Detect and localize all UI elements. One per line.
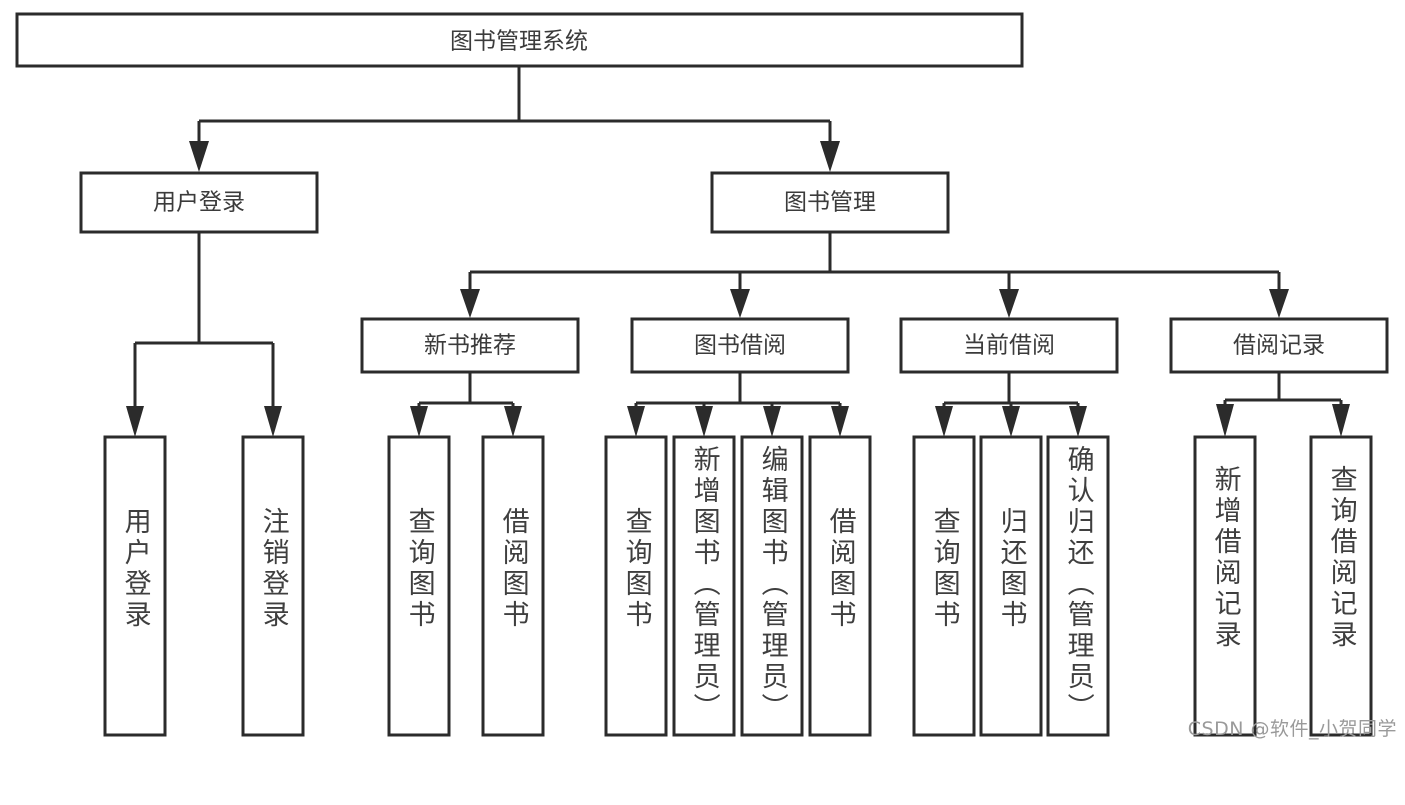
flowchart-canvas: 图书管理系统 用户登录 图书管理 新书推荐 图书借阅 当前借阅 借阅记录: [15, 12, 1389, 737]
arrowhead-leaf-logout-login: [264, 406, 282, 437]
arrowhead-user-login: [189, 141, 209, 172]
node-title[interactable]: 图书管理系统: [15, 12, 1024, 68]
node-current-borrow-label: 当前借阅: [963, 333, 1055, 359]
leaf-query-record-box[interactable]: [1309, 435, 1373, 737]
leaf-add-record-box[interactable]: [1193, 435, 1257, 737]
leaf-query-book-3-box[interactable]: [912, 435, 976, 737]
node-borrow-record-box[interactable]: [1169, 317, 1389, 374]
node-book-borrow-box[interactable]: [630, 317, 850, 374]
arrowhead-leaf-add-book: [695, 406, 713, 437]
arrowhead-leaf-query-record: [1332, 404, 1350, 437]
arrowhead-new-book-recommend: [460, 289, 480, 318]
leaf-confirm-return-box[interactable]: [1046, 435, 1110, 737]
arrowhead-book-management: [820, 141, 840, 172]
leaf-add-book-box[interactable]: [672, 435, 736, 737]
arrowhead-leaf-return-book: [1002, 406, 1020, 437]
leaf-boxes-group: [103, 435, 1373, 737]
arrowhead-leaf-confirm-return: [1069, 406, 1087, 437]
node-user-login[interactable]: 用户登录: [79, 171, 319, 234]
node-book-management[interactable]: 图书管理: [710, 171, 950, 234]
leaf-query-book-1-box[interactable]: [387, 435, 451, 737]
arrowhead-borrow-record: [1269, 289, 1289, 318]
arrowhead-leaf-borrow-book-2: [831, 406, 849, 437]
watermark-text: CSDN @软件_小贺同学: [1187, 718, 1397, 740]
arrowhead-leaf-user-login: [126, 406, 144, 437]
node-new-book-recommend-label: 新书推荐: [424, 333, 516, 359]
leaf-borrow-book-1-box[interactable]: [481, 435, 545, 737]
node-book-borrow[interactable]: 图书借阅: [630, 317, 850, 374]
arrowhead-leaf-query-book-2: [627, 406, 645, 437]
leaf-user-login-box[interactable]: [103, 435, 167, 737]
node-user-login-label: 用户登录: [153, 190, 245, 216]
leaf-return-book-box[interactable]: [979, 435, 1043, 737]
node-new-book-recommend-box[interactable]: [360, 317, 580, 374]
arrowhead-leaf-borrow-book-1: [504, 406, 522, 437]
arrowhead-leaf-query-book-1: [410, 406, 428, 437]
leaf-edit-book-box[interactable]: [740, 435, 804, 737]
node-current-borrow[interactable]: 当前借阅: [899, 317, 1119, 374]
node-new-book-recommend[interactable]: 新书推荐: [360, 317, 580, 374]
node-title-label: 图书管理系统: [450, 29, 588, 55]
node-borrow-record-label: 借阅记录: [1233, 333, 1325, 359]
leaf-query-book-2-box[interactable]: [604, 435, 668, 737]
node-book-management-label: 图书管理: [784, 190, 876, 216]
node-title-box[interactable]: [15, 12, 1024, 68]
leaf-borrow-book-2-box[interactable]: [808, 435, 872, 737]
arrowhead-leaf-edit-book: [763, 406, 781, 437]
node-current-borrow-box[interactable]: [899, 317, 1119, 374]
arrowhead-current-borrow: [999, 289, 1019, 318]
node-book-management-box[interactable]: [710, 171, 950, 234]
node-borrow-record[interactable]: 借阅记录: [1169, 317, 1389, 374]
leaf-logout-login-box[interactable]: [241, 435, 305, 737]
flowchart-diagram: 图书管理系统 用户登录 图书管理 新书推荐 图书借阅 当前借阅 借阅记录: [15, 12, 1397, 740]
node-book-borrow-label: 图书借阅: [694, 333, 786, 359]
arrowhead-leaf-query-book-3: [935, 406, 953, 437]
arrowhead-leaf-add-record: [1216, 404, 1234, 437]
connector-group: [126, 66, 1350, 437]
arrowhead-book-borrow: [730, 289, 750, 318]
node-user-login-box[interactable]: [79, 171, 319, 234]
